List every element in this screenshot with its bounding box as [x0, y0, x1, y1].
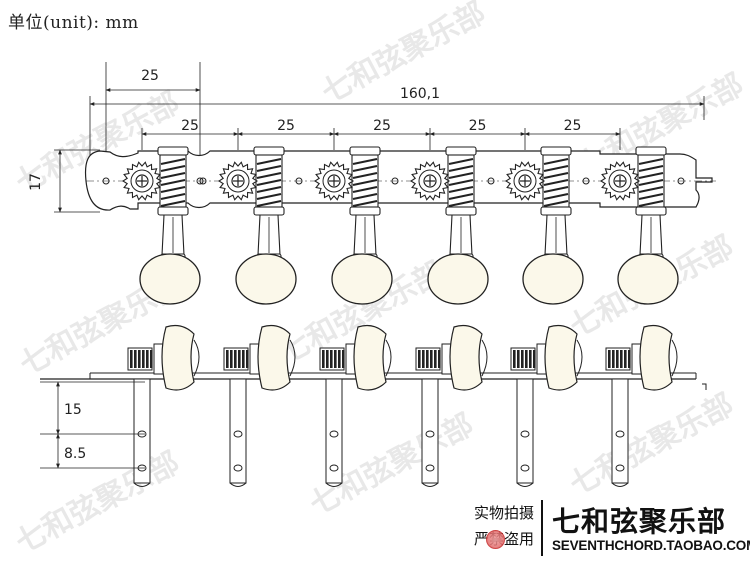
tuner-side-4	[415, 324, 488, 487]
tuner-button	[449, 324, 483, 391]
tuner-side-6	[605, 324, 678, 487]
tuner-button	[427, 253, 489, 305]
dim-spacing-label: 25	[469, 118, 487, 134]
tuner-top-6	[599, 146, 685, 305]
dimension-plate-height: 17	[28, 149, 100, 213]
footer-divider	[541, 500, 543, 556]
tuner-button	[639, 324, 673, 391]
dimension-post-spacing: 15 8.5	[40, 381, 145, 469]
dimension-spacings: 25 25 25 25 25	[141, 118, 621, 150]
tuner-button	[353, 324, 387, 391]
tuner-side-1	[127, 324, 200, 487]
tuner-button	[522, 253, 584, 305]
dim-spacing-label: 25	[181, 118, 199, 134]
dim-plate-height-label: 17	[28, 173, 44, 191]
dim-post-spacing-1-label: 15	[64, 402, 82, 418]
dim-spacing-label: 25	[564, 118, 582, 134]
red-seal-icon	[486, 530, 505, 549]
tuner-button	[544, 324, 578, 391]
dim-spacing-label: 25	[373, 118, 391, 134]
tuner-button	[617, 253, 679, 305]
tuner-top-5	[504, 146, 590, 305]
tuner-button	[235, 253, 297, 305]
brand-url: SEVENTHCHORD.TAOBAO.COM	[552, 538, 750, 553]
tuner-button	[139, 253, 201, 305]
tuner-top-3	[313, 146, 399, 305]
dim-post-spacing-2-label: 8.5	[64, 446, 86, 462]
tuner-button	[161, 324, 195, 391]
dim-spacing-label: 25	[277, 118, 295, 134]
dim-first-offset-label: 25	[141, 68, 159, 84]
tuner-button	[257, 324, 291, 391]
dim-overall-label: 160,1	[400, 86, 440, 102]
tuner-side-2	[223, 324, 296, 487]
tuner-top-1	[121, 146, 207, 305]
tuner-top-2	[217, 146, 303, 305]
tuner-side-5	[510, 324, 583, 487]
side-view	[40, 324, 707, 487]
tuner-side-3	[319, 324, 392, 487]
notice-line-1: 实物拍摄	[473, 504, 534, 522]
brand-name: 七和弦聚乐部	[552, 505, 727, 538]
unit-title: 单位(unit): mm	[8, 13, 139, 33]
tuner-button	[331, 253, 393, 305]
dimension-overall-length: 160,1	[89, 86, 705, 186]
top-view	[84, 146, 716, 305]
tuner-top-4	[409, 146, 495, 305]
